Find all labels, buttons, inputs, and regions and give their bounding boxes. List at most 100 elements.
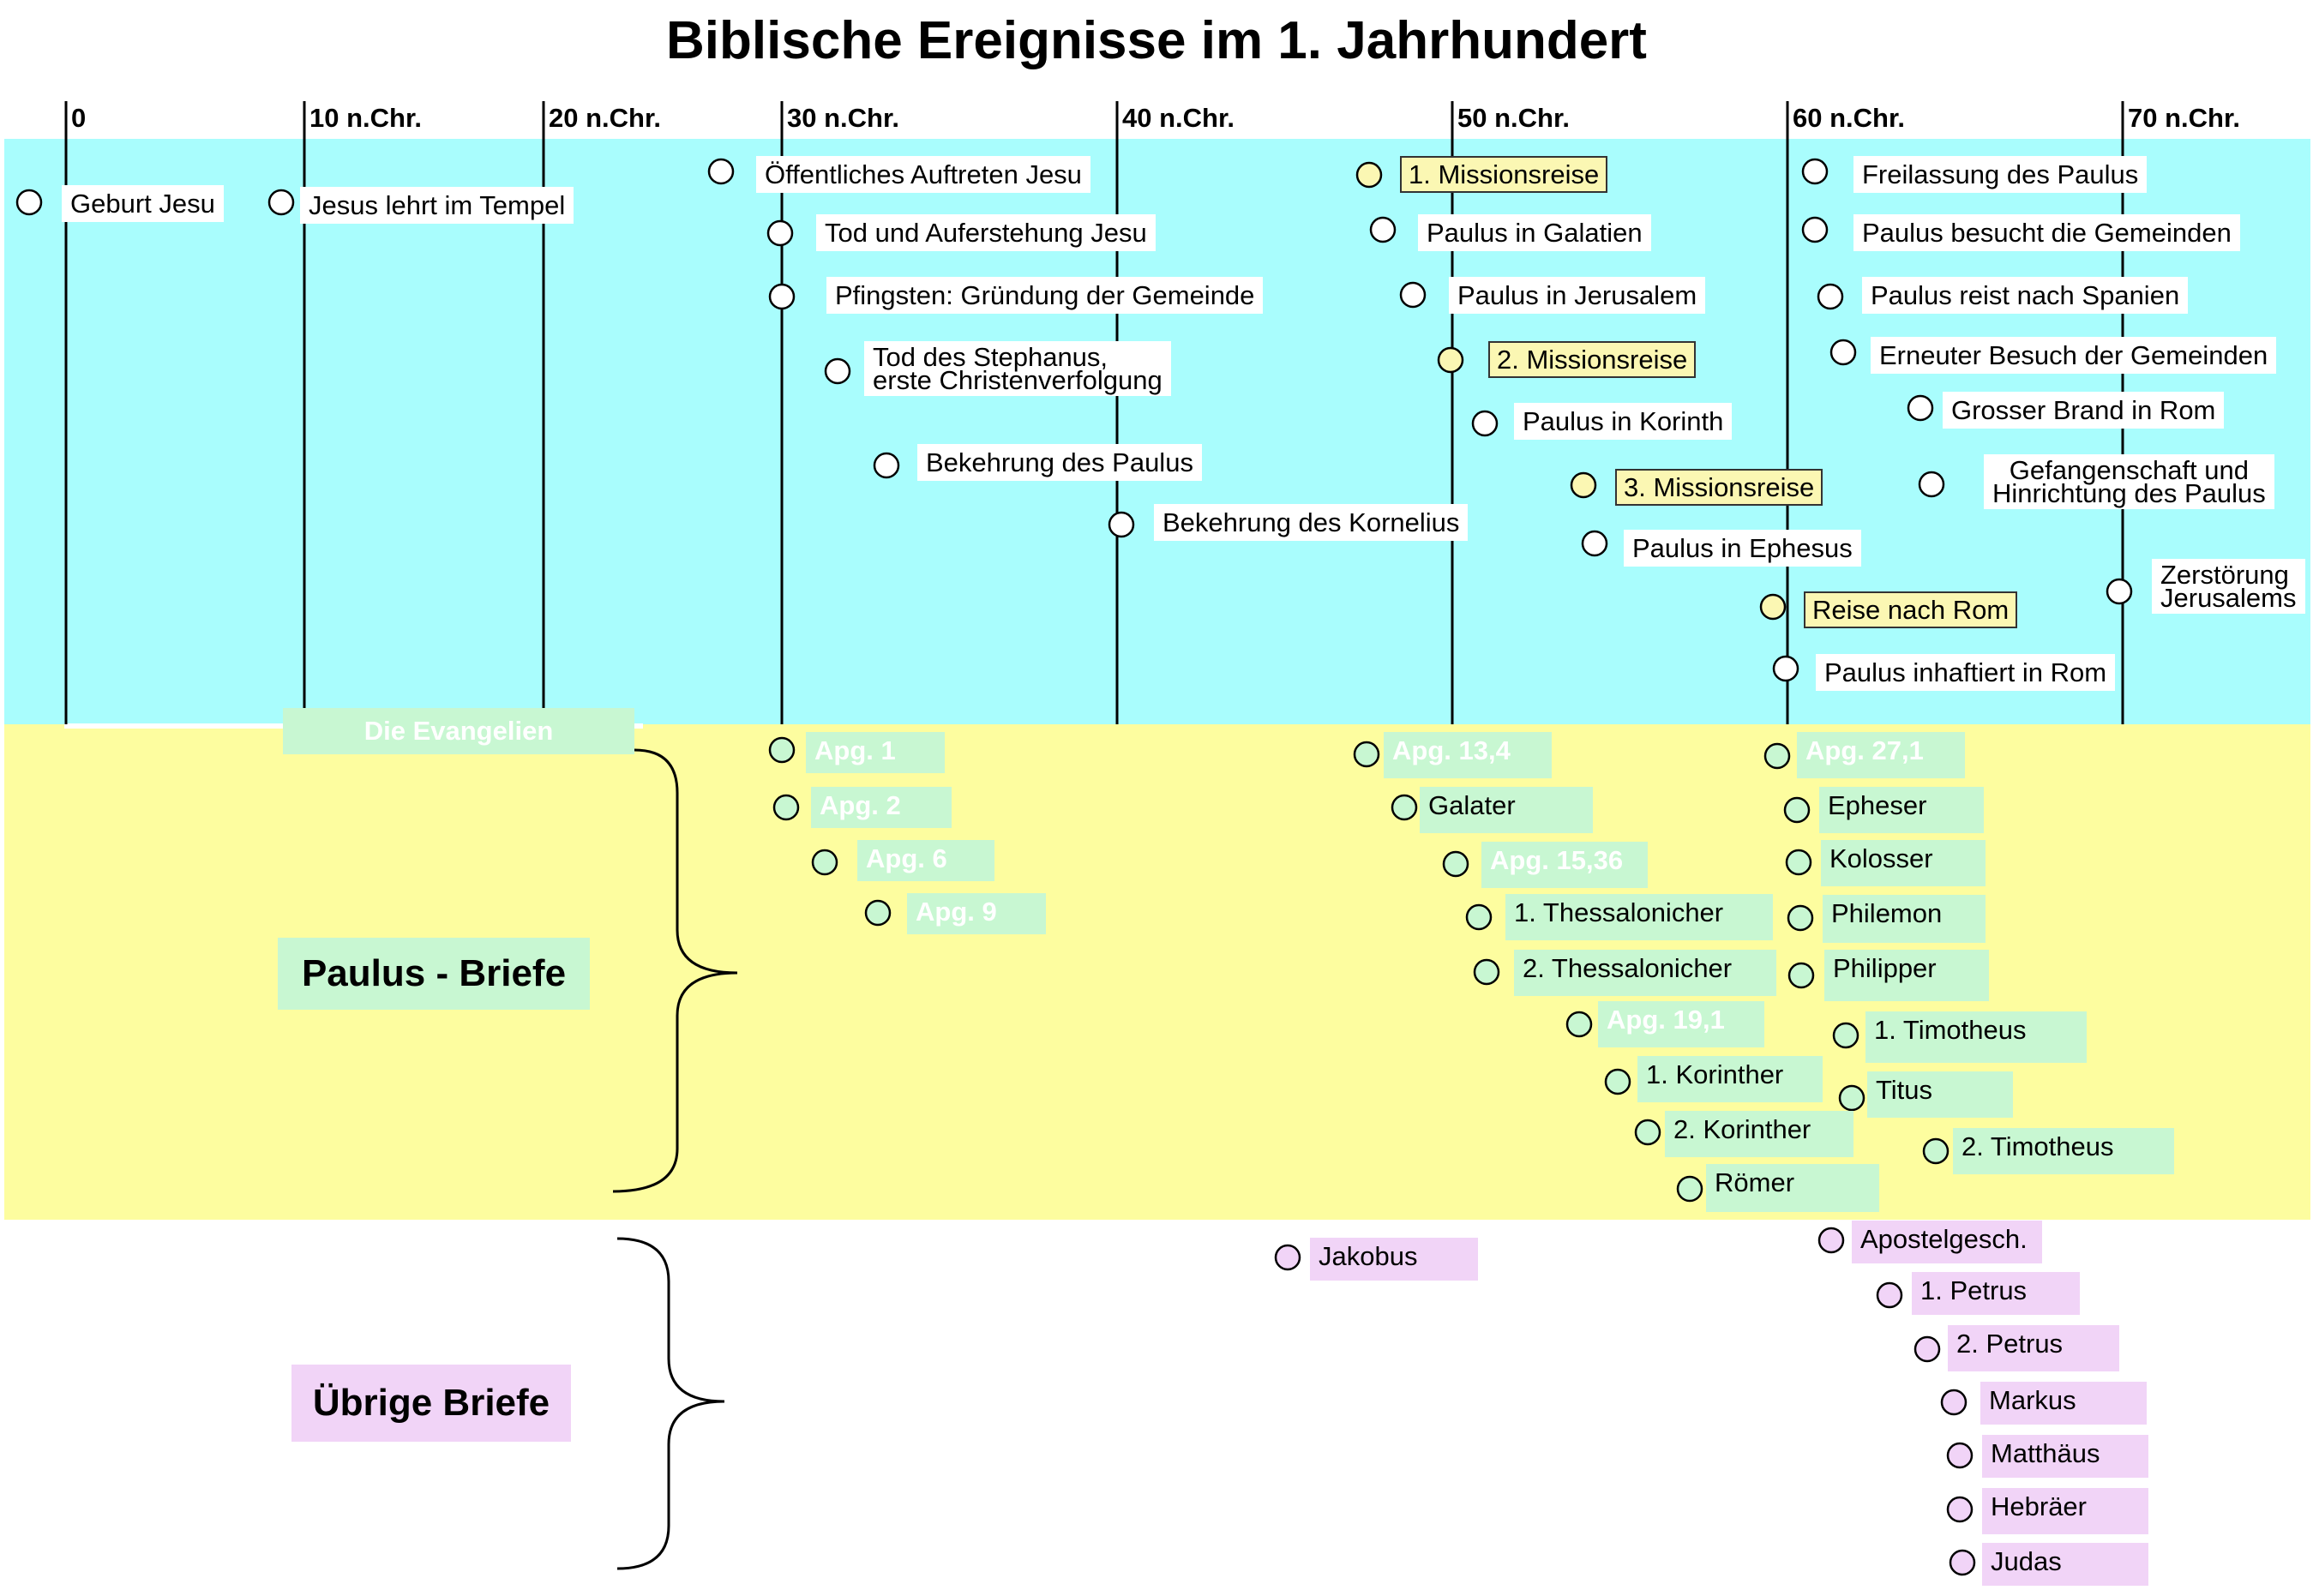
tick-label-6: 60 n.Chr.	[1793, 103, 1905, 133]
event-marker-26	[811, 849, 838, 876]
event-inhaftiert: Paulus inhaftiert in Rom	[1816, 654, 2116, 691]
event-marker-39	[1785, 849, 1812, 876]
section-uebrige-briefe: Übrige Briefe	[291, 1365, 571, 1442]
paulus-brace	[612, 748, 738, 1193]
letter-kolosser: Kolosser	[1821, 840, 1986, 886]
event-tod: Tod und Auferstehung Jesu	[816, 214, 1156, 251]
event-gefangenschaft: Gefangenschaft und Hinrichtung des Paulu…	[1984, 454, 2274, 509]
event-marker-27	[864, 899, 892, 927]
event-ephesus: Paulus in Ephesus	[1624, 530, 1861, 567]
event-marker-40	[1787, 904, 1814, 932]
event-marker-17	[1801, 158, 1829, 185]
event-marker-2	[707, 158, 735, 185]
event-marker-13	[1570, 471, 1597, 499]
event-erneut: Erneuter Besuch der Gemeinden	[1871, 337, 2277, 374]
letter-apg-2: Apg. 2	[811, 787, 952, 828]
event-pfingsten: Pfingsten: Gründung der Gemeinde	[826, 277, 1264, 314]
event-marker-50	[1946, 1442, 1974, 1469]
event-marker-15	[1759, 593, 1787, 621]
letter-apg-6: Apg. 6	[857, 840, 994, 881]
event-marker-20	[1829, 339, 1857, 366]
event-missionsreise-2: 2. Missionsreise	[1488, 341, 1697, 378]
event-marker-21	[1907, 394, 1934, 422]
other-petrus-2: 2. Petrus	[1948, 1325, 2119, 1371]
tick-lines	[64, 101, 2124, 724]
other-matthaeus: Matthäus	[1982, 1435, 2148, 1478]
event-marker-45	[1274, 1244, 1301, 1271]
other-apostelgeschichte: Apostelgesch.	[1852, 1221, 2042, 1263]
diagram-title: Biblische Ereignisse im 1. Jahrhundert	[666, 11, 1647, 70]
letter-philemon: Philemon	[1823, 895, 1986, 943]
event-marker-34	[1604, 1068, 1631, 1095]
event-missionsreise-1: 1. Missionsreise	[1400, 156, 1608, 193]
event-missionsreise-3: 3. Missionsreise	[1615, 469, 1823, 506]
event-marker-52	[1949, 1549, 1976, 1576]
letter-philipper: Philipper	[1824, 950, 1989, 1001]
event-marker-3	[766, 219, 794, 247]
event-marker-11	[1437, 346, 1464, 374]
event-stephanus: Tod des Stephanus, erste Christenverfolg…	[864, 341, 1171, 396]
event-galatien: Paulus in Galatien	[1418, 214, 1651, 251]
event-reise-rom: Reise nach Rom	[1804, 591, 2018, 628]
tick-label-3: 30 n.Chr.	[787, 103, 899, 133]
event-marker-33	[1565, 1011, 1593, 1038]
tick-label-4: 40 n.Chr.	[1122, 103, 1235, 133]
letter-apg-19: Apg. 19,1	[1598, 1001, 1764, 1047]
event-marker-4	[768, 283, 796, 310]
letter-apg-13: Apg. 13,4	[1384, 732, 1552, 778]
tick-label-7: 70 n.Chr.	[2128, 103, 2240, 133]
event-korinth: Paulus in Korinth	[1514, 403, 1733, 440]
letter-apg-9: Apg. 9	[907, 893, 1046, 934]
event-marker-19	[1817, 283, 1844, 310]
other-jakobus: Jakobus	[1310, 1238, 1478, 1281]
event-marker-16	[1772, 655, 1799, 682]
section-paulus-briefe: Paulus - Briefe	[278, 938, 590, 1010]
tick-label-1: 10 n.Chr.	[309, 103, 422, 133]
event-marker-22	[1918, 471, 1945, 498]
event-marker-10	[1399, 281, 1427, 309]
event-marker-35	[1634, 1119, 1661, 1146]
event-besucht: Paulus besucht die Gemeinden	[1853, 214, 2240, 251]
letter-apg-1: Apg. 1	[806, 732, 945, 773]
letter-thessalonicher-2: 2. Thessalonicher	[1514, 950, 1776, 996]
event-marker-47	[1876, 1281, 1903, 1309]
letter-thessalonicher-1: 1. Thessalonicher	[1505, 894, 1773, 940]
event-marker-14	[1581, 530, 1608, 557]
event-markers	[15, 158, 2133, 1576]
event-marker-46	[1817, 1227, 1845, 1254]
event-marker-42	[1832, 1022, 1859, 1049]
section-evangelien: Die Evangelien	[283, 708, 634, 754]
event-spanien: Paulus reist nach Spanien	[1862, 277, 2189, 314]
event-marker-7	[1108, 511, 1135, 538]
event-marker-31	[1465, 903, 1493, 931]
event-zerstoerung: Zerstörung Jerusalems	[2152, 559, 2305, 614]
event-marker-5	[824, 357, 851, 385]
event-marker-49	[1940, 1389, 1968, 1416]
letter-timotheus-2: 2. Timotheus	[1953, 1128, 2174, 1174]
letter-korinther-2: 2. Korinther	[1665, 1111, 1853, 1157]
event-marker-24	[768, 736, 796, 764]
event-marker-6	[873, 452, 900, 479]
letter-roemer: Römer	[1706, 1164, 1879, 1212]
event-marker-38	[1783, 796, 1811, 824]
event-marker-1	[267, 189, 295, 216]
event-marker-41	[1787, 962, 1815, 989]
event-marker-44	[1922, 1137, 1950, 1165]
event-oeffentlich: Öffentliches Auftreten Jesu	[756, 156, 1090, 193]
event-marker-23	[2106, 578, 2133, 605]
event-marker-43	[1838, 1084, 1865, 1112]
letter-galater: Galater	[1420, 787, 1593, 833]
event-kornelius: Bekehrung des Kornelius	[1154, 504, 1469, 541]
tick-label-0: 0	[71, 103, 87, 133]
event-marker-30	[1442, 850, 1469, 878]
event-marker-36	[1676, 1175, 1703, 1203]
event-marker-25	[772, 794, 800, 821]
letter-apg-15: Apg. 15,36	[1481, 842, 1648, 888]
other-hebraeer: Hebräer	[1982, 1488, 2148, 1534]
other-markus: Markus	[1980, 1382, 2147, 1425]
tick-label-5: 50 n.Chr.	[1457, 103, 1570, 133]
event-marker-12	[1471, 410, 1499, 437]
letter-epheser: Epheser	[1819, 787, 1984, 833]
event-jerusalem: Paulus in Jerusalem	[1449, 277, 1706, 314]
event-marker-28	[1353, 741, 1380, 768]
